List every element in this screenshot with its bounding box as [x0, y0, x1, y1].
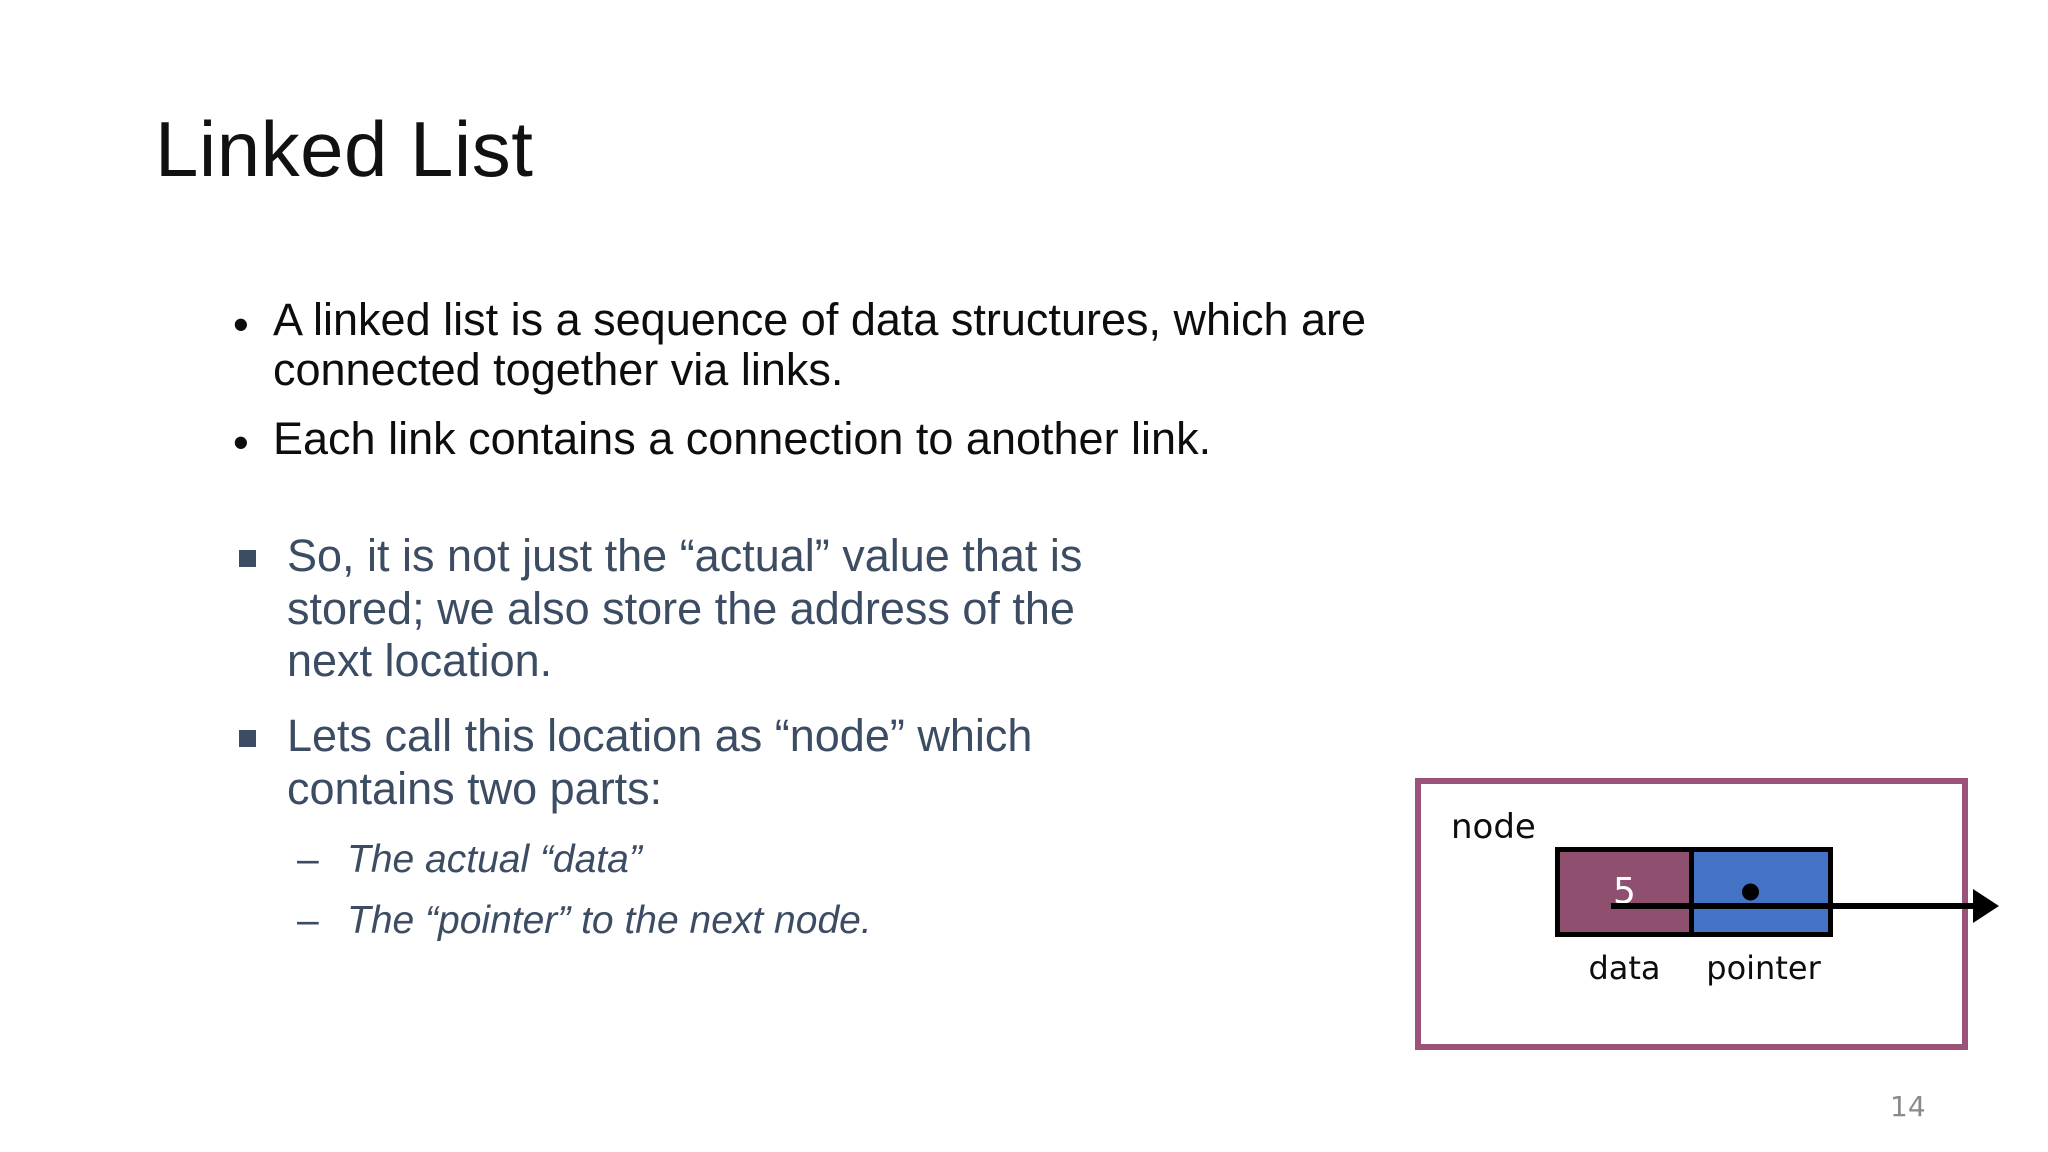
pointer-caption: pointer: [1706, 949, 1821, 987]
data-caption: data: [1588, 949, 1661, 987]
pointer-arrow-shaft-icon: [1611, 903, 1977, 909]
slide-body: • A linked list is a sequence of data st…: [225, 294, 1515, 959]
dash-bullet-icon: –: [297, 899, 319, 943]
bullet-level1-text: A linked list is a sequence of data stru…: [273, 294, 1367, 396]
bullet-level2-text: So, it is not just the “actual” value th…: [287, 530, 1083, 687]
bullet-level3-item: – The actual “data”: [225, 837, 1515, 884]
dash-bullet-icon: –: [297, 838, 319, 882]
bullet-level3-text: The actual “data”: [347, 838, 642, 882]
bullet-level2-text: Lets call this location as “node” which …: [287, 710, 1033, 814]
round-bullet-icon: •: [233, 417, 249, 469]
bullet-level2-item: Lets call this location as “node” which …: [225, 710, 1147, 815]
data-cell-value: 5: [1613, 871, 1636, 912]
node-cell-group: 5: [1555, 847, 1833, 937]
bullet-level1-text: Each link contains a connection to anoth…: [273, 412, 1212, 464]
page-title: Linked List: [155, 105, 534, 193]
node-diagram: node 5 data pointer: [1415, 778, 1968, 1050]
bullet-level1-item: • Each link contains a connection to ano…: [225, 412, 1515, 468]
bullet-level1-item: • A linked list is a sequence of data st…: [225, 294, 1515, 396]
round-bullet-icon: •: [233, 298, 249, 350]
node-label: node: [1451, 807, 1536, 847]
pointer-cell: [1694, 852, 1828, 932]
section-spacer: [225, 482, 1515, 530]
pointer-arrow-head-icon: [1973, 889, 1999, 923]
bullet-level2-item: So, it is not just the “actual” value th…: [225, 530, 1147, 688]
data-cell: 5: [1560, 852, 1694, 932]
cell-caption-row: data pointer: [1555, 952, 1833, 984]
square-bullet-icon: [239, 730, 256, 748]
bullet-level3-item: – The “pointer” to the next node.: [225, 898, 1515, 945]
page-number: 14: [1890, 1090, 1926, 1123]
pointer-dot-icon: [1742, 883, 1759, 901]
square-bullet-icon: [239, 550, 256, 568]
bullet-level3-text: The “pointer” to the next node.: [347, 899, 872, 943]
